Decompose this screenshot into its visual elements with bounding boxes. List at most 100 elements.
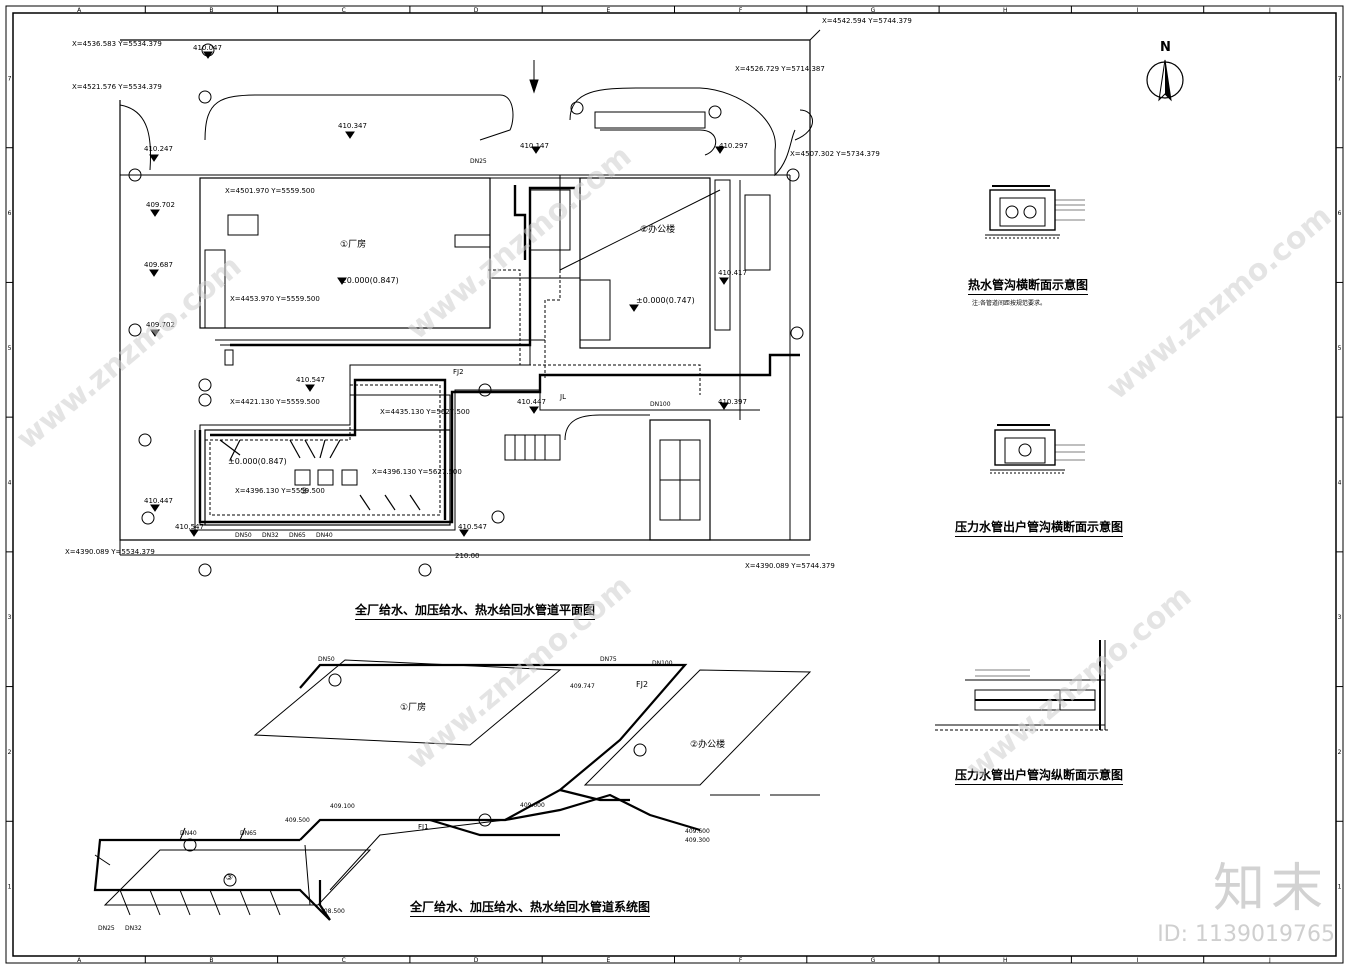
system-level: 408.500 — [320, 908, 345, 915]
grid-column-label: E — [606, 7, 610, 14]
coord-label: X=4390.089 Y=5744.379 — [745, 562, 835, 570]
coord-label: X=4453.970 Y=5559.500 — [230, 295, 320, 303]
elevation-label: 410.347 — [338, 122, 367, 130]
pipe-label: DN65 — [289, 532, 306, 539]
elevation-label: 410.547 — [296, 376, 325, 384]
elevation-label: 410.447 — [144, 497, 173, 505]
system-level: 409.300 — [685, 837, 710, 844]
grid-column-label: D — [474, 957, 479, 964]
building-1-label: ①厂房 — [340, 240, 367, 250]
grid-row-label: 7 — [8, 75, 12, 82]
stair-top — [594, 111, 706, 129]
system-pipe: DN40 — [180, 830, 197, 837]
system-level: 409.600 — [685, 828, 710, 835]
grid-row-label: 4 — [8, 480, 12, 487]
grid-column-label: C — [342, 957, 346, 964]
section-1-note: 注:各管道间距按规范要求。 — [972, 300, 1047, 307]
grid-column-label: G — [871, 7, 876, 14]
system-bubbles — [183, 673, 647, 887]
elevation-label: 410.297 — [719, 142, 748, 150]
grid-row-label: 1 — [1338, 884, 1342, 891]
grid-column-label: I — [1137, 7, 1139, 14]
north-label: N — [1160, 40, 1171, 55]
elevation-label: 410.147 — [520, 142, 549, 150]
coord-label: X=4435.130 Y=5627.500 — [380, 408, 470, 416]
system-pipe: FJ1 — [418, 823, 429, 831]
pipe-label: DN50 — [235, 532, 252, 539]
grid-column-label: H — [1003, 957, 1008, 964]
section-3-title: 压力水管出户管沟纵断面示意图 — [955, 766, 1124, 785]
elevation-label: 410.547 — [458, 523, 487, 531]
grid-row-label: 2 — [8, 749, 12, 756]
section-2-title: 压力水管出户管沟横断面示意图 — [955, 518, 1124, 537]
grid-column-label: G — [871, 957, 876, 964]
north-arrow — [1146, 59, 1184, 102]
dimension-label: 210.00 — [455, 552, 480, 560]
coord-label: X=4542.594 Y=5744.379 — [822, 17, 912, 25]
pipe-label: DN32 — [262, 532, 279, 539]
grid-row-label: 5 — [1338, 345, 1342, 352]
grid-row-label: 7 — [1338, 75, 1342, 82]
plan-title: 全厂给水、加压给水、热水给回水管道平面图 — [355, 601, 596, 620]
grid-row-label: 6 — [8, 210, 12, 217]
grid-column-label: J — [1268, 957, 1271, 964]
grid-row-label: 4 — [1338, 480, 1342, 487]
grid-column-label: J — [1268, 7, 1271, 14]
grid-row-label: 3 — [8, 614, 12, 621]
grid-column-label: B — [209, 957, 213, 964]
pipe-label: FJ2 — [453, 368, 464, 376]
building-3-elevation: ±0.000(0.847) — [228, 457, 287, 466]
grid-row-label: 3 — [1338, 614, 1342, 621]
brand-watermark: 知末 — [1212, 859, 1329, 919]
axis-bubbles — [128, 43, 804, 577]
pipe-label: DN100 — [650, 401, 671, 408]
pipe-label: DN25 — [470, 158, 487, 165]
grid-row-label: 2 — [1338, 749, 1342, 756]
coord-label: X=4536.583 Y=5534.379 — [72, 40, 162, 48]
system-level: 409.000 — [520, 802, 545, 809]
grid-column-label: A — [77, 957, 82, 964]
grid-column-label: E — [606, 957, 610, 964]
section-1-title: 热水管沟横断面示意图 — [968, 276, 1089, 295]
pipe-label: JL — [560, 393, 566, 401]
grid-column-label: H — [1003, 7, 1008, 14]
system-building-label: ③ — [225, 873, 234, 883]
system-pipe: DN25 — [98, 925, 115, 932]
coord-label: X=4390.089 Y=5534.379 — [65, 548, 155, 556]
coord-label: X=4421.130 Y=5559.500 — [230, 398, 320, 406]
grid-row-label: 6 — [1338, 210, 1342, 217]
grid-row-label: 1 — [8, 884, 12, 891]
system-pipe: DN100 — [652, 660, 673, 667]
elevation-label: 410.047 — [193, 44, 222, 52]
system-level: 409.500 — [285, 817, 310, 824]
grid-row-label: 5 — [8, 345, 12, 352]
elevation-label: 410.447 — [517, 398, 546, 406]
grid-column-label: F — [739, 957, 743, 964]
inner-frame — [12, 12, 1337, 957]
system-level: 409.747 — [570, 683, 595, 690]
elevation-label: 409.687 — [144, 261, 173, 269]
elevation-label: 409.702 — [146, 321, 175, 329]
coord-label: X=4396.130 Y=5627.500 — [372, 468, 462, 476]
coord-label: X=4507.302 Y=5734.379 — [790, 150, 880, 158]
section-details — [935, 185, 1110, 731]
outer-frame — [5, 5, 1344, 964]
elevation-label: 410.247 — [144, 145, 173, 153]
grid-column-label: A — [77, 7, 82, 14]
building-2-label: ②办公楼 — [640, 225, 676, 235]
pipe-label: DN40 — [316, 532, 333, 539]
building-1-elevation: ±0.000(0.847) — [340, 276, 399, 285]
grid-column-label: I — [1137, 957, 1139, 964]
grid-column-label: C — [342, 7, 346, 14]
coord-label: X=4521.576 Y=5534.379 — [72, 83, 162, 91]
building-3-label: ③ — [300, 487, 309, 497]
elevation-label: 410.417 — [718, 269, 747, 277]
system-pipe: DN50 — [318, 656, 335, 663]
coord-label: X=4526.729 Y=5714.387 — [735, 65, 825, 73]
coord-label: X=4501.970 Y=5559.500 — [225, 187, 315, 195]
coord-label: X=4396.130 Y=5559.500 — [235, 487, 325, 495]
system-level: 409.100 — [330, 803, 355, 810]
